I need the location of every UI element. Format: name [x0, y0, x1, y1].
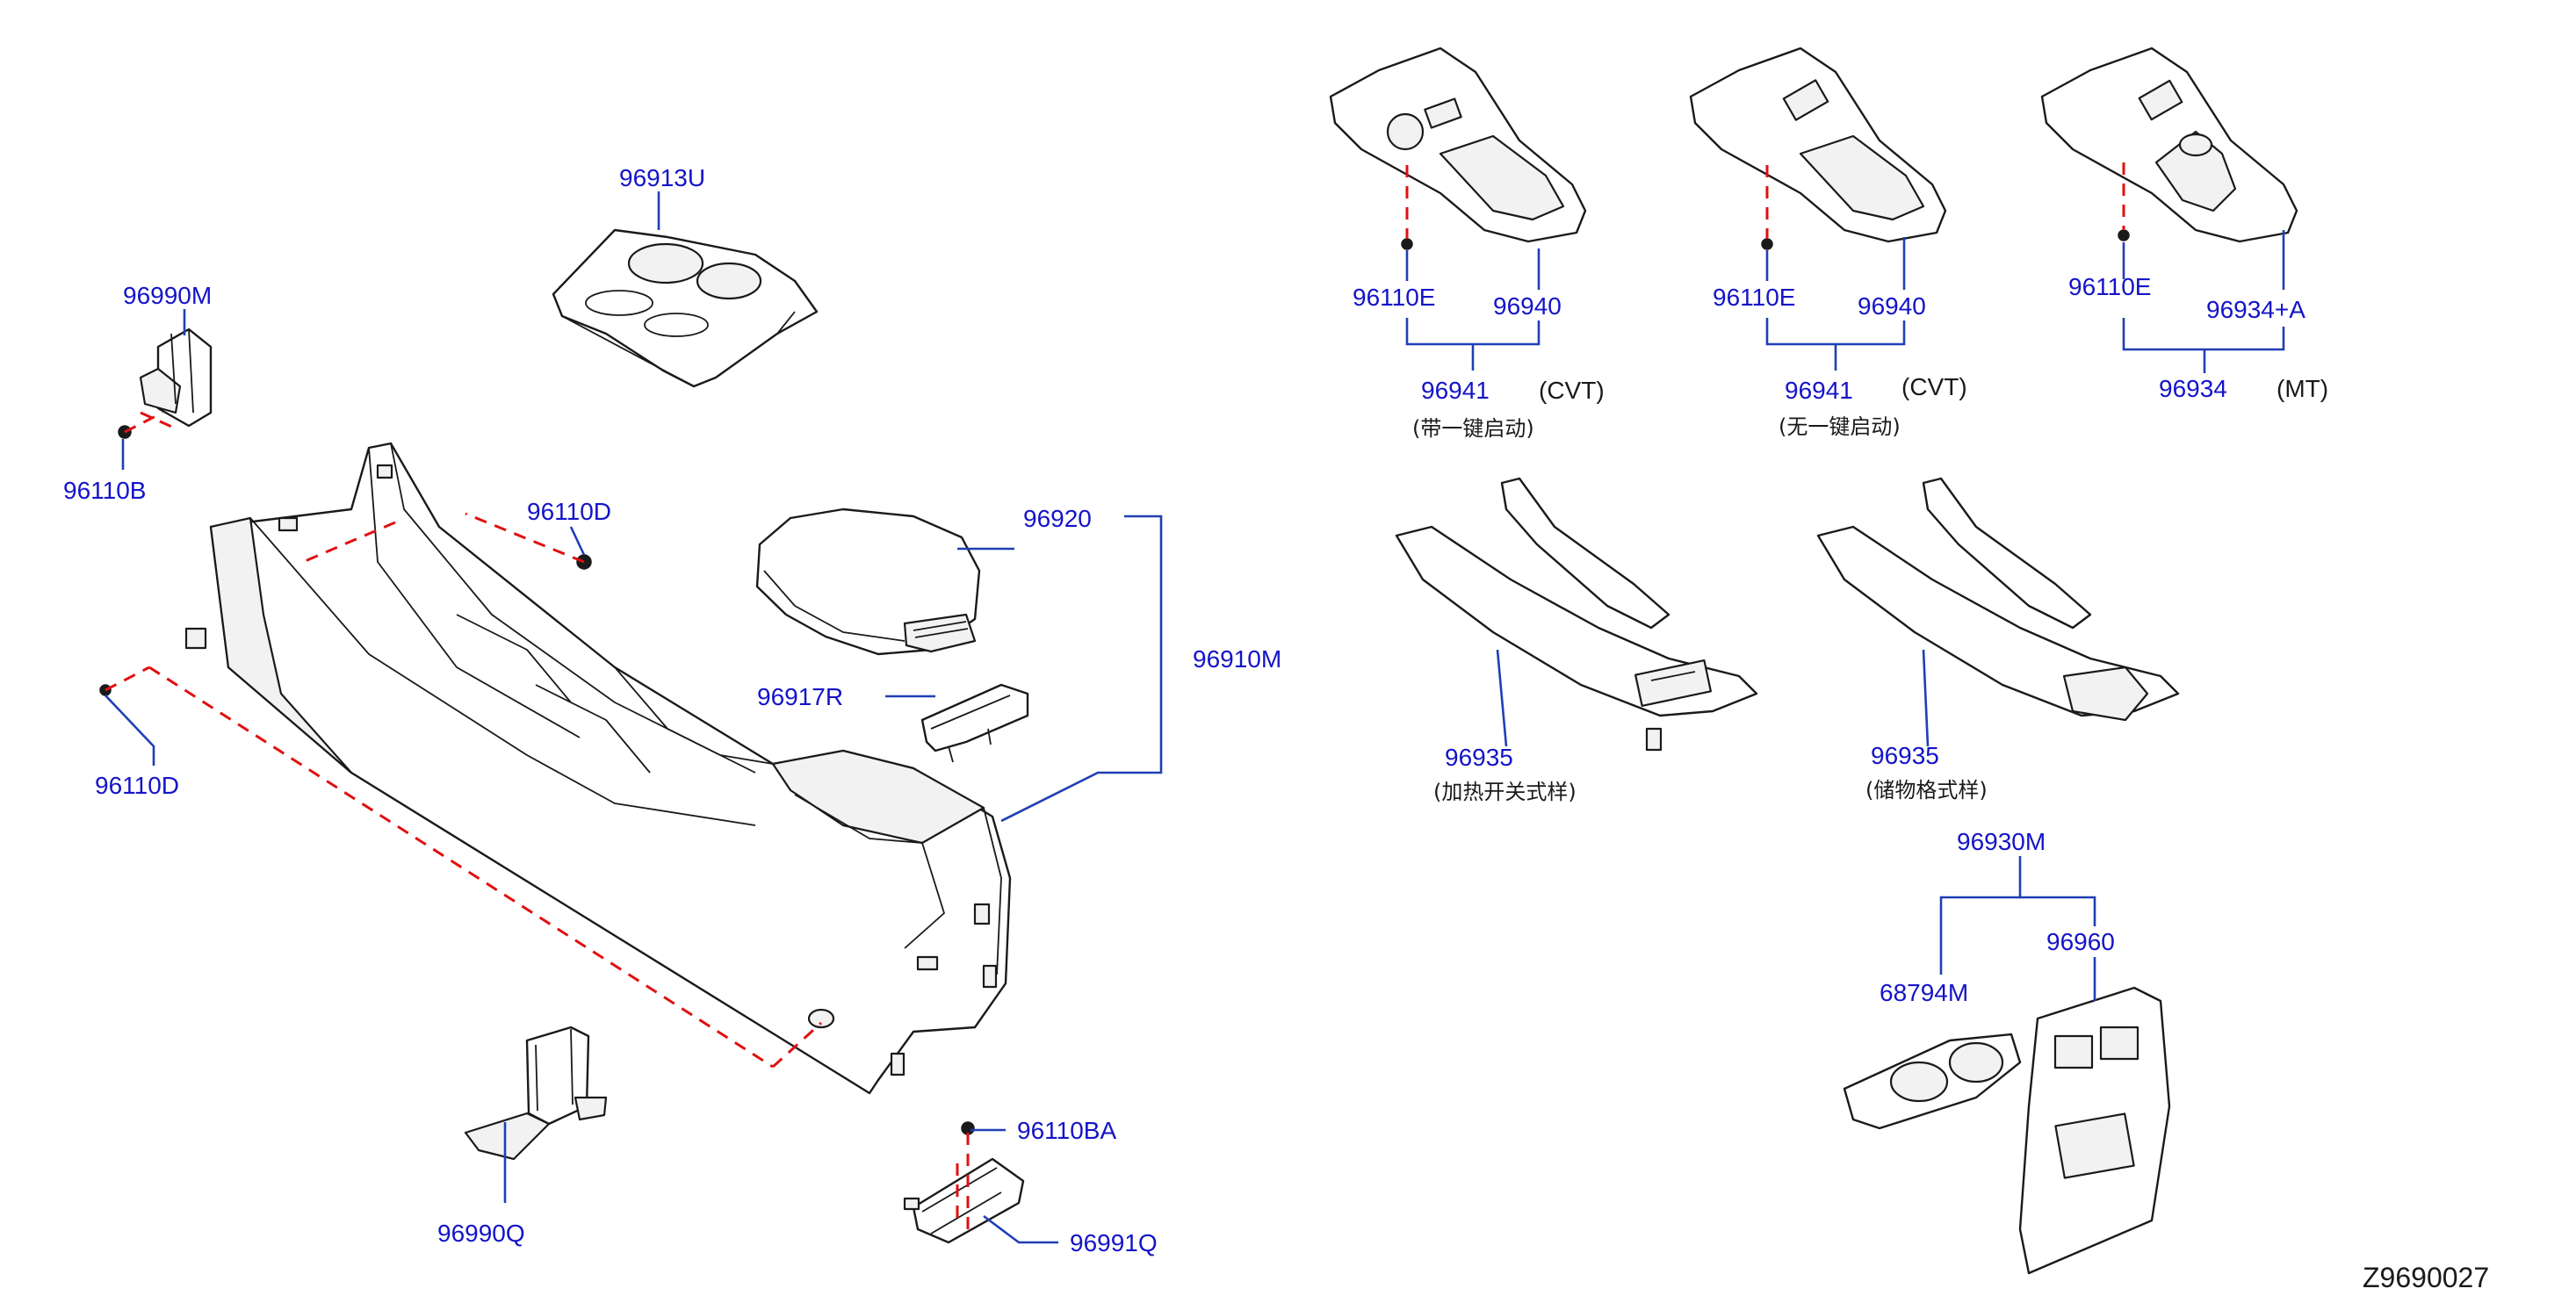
label-96991q: 96991Q — [1070, 1229, 1158, 1256]
clip-96110e-2 — [1761, 238, 1773, 250]
note-heated: (加热开关式样) — [1433, 780, 1577, 804]
bracket-96990m-drawing — [139, 328, 213, 428]
finisher-96940-cvt-start-drawing — [1329, 47, 1587, 243]
label-96940-2: 96940 — [1858, 292, 1926, 320]
armrest-lid-drawing — [755, 508, 981, 656]
note-mt: (MT) — [2277, 375, 2328, 402]
note-cvt-1: (CVT) — [1539, 377, 1605, 404]
label-96940-1: 96940 — [1493, 292, 1562, 320]
label-96910m: 96910M — [1193, 645, 1281, 673]
label-96960: 96960 — [2046, 928, 2115, 955]
latch-96917r-drawing — [920, 683, 1029, 763]
label-96110d-left: 96110D — [95, 772, 179, 799]
center-console-drawing — [184, 442, 1012, 1095]
cup-holder-drawing — [552, 228, 819, 388]
label-96990m: 96990M — [123, 282, 212, 309]
label-96913u: 96913U — [619, 164, 705, 191]
label-96920: 96920 — [1023, 505, 1092, 532]
label-96110ba: 96110BA — [1017, 1117, 1116, 1144]
bracket-96991q-drawing — [903, 1157, 1025, 1244]
label-68794m: 68794M — [1880, 979, 1968, 1006]
label-96935-2: 96935 — [1871, 742, 1939, 769]
note-storage: (储物格式样) — [1865, 778, 1988, 803]
note-cvt-2: (CVT) — [1901, 373, 1967, 400]
label-96990q: 96990Q — [437, 1220, 525, 1247]
label-96941-1: 96941 — [1421, 377, 1490, 404]
label-96941-2: 96941 — [1785, 377, 1853, 404]
trim-96935-storage-drawing — [1816, 477, 2180, 722]
label-96917r: 96917R — [757, 683, 843, 710]
note-with-start: (带一键启动) — [1412, 416, 1534, 441]
label-96110e-2: 96110E — [1713, 284, 1795, 311]
clip-96110e-1 — [1401, 238, 1413, 250]
label-96935-1: 96935 — [1445, 744, 1513, 771]
label-96110e-3: 96110E — [2068, 273, 2151, 300]
finisher-96934-mt-drawing — [2040, 47, 2298, 243]
note-without-start: (无一键启动) — [1779, 414, 1901, 439]
label-96934a: 96934+A — [2206, 296, 2305, 323]
bracket-96990q-drawing — [464, 1026, 608, 1161]
leader-lines — [105, 191, 2285, 1244]
clip-96110ba — [961, 1121, 975, 1135]
reference-code: Z9690027 — [2363, 1262, 2489, 1293]
label-96110d-top: 96110D — [527, 498, 611, 525]
label-96934: 96934 — [2159, 375, 2227, 402]
clip-96110e-3 — [2118, 229, 2130, 241]
trim-96935-heated-drawing — [1395, 477, 1758, 752]
label-96930m: 96930M — [1957, 828, 2046, 855]
label-96110e-1: 96110E — [1353, 284, 1435, 311]
callouts: 96913U 96990M 96110B 96110D 96110D 96920… — [63, 164, 2489, 1293]
assembly-lines — [105, 162, 2125, 1229]
vent-68794m-drawing — [1843, 1033, 2022, 1130]
label-96110b: 96110B — [63, 477, 146, 504]
finisher-96940-cvt-nostart-drawing — [1689, 47, 1947, 243]
rear-finisher-96960-drawing — [2018, 986, 2171, 1275]
